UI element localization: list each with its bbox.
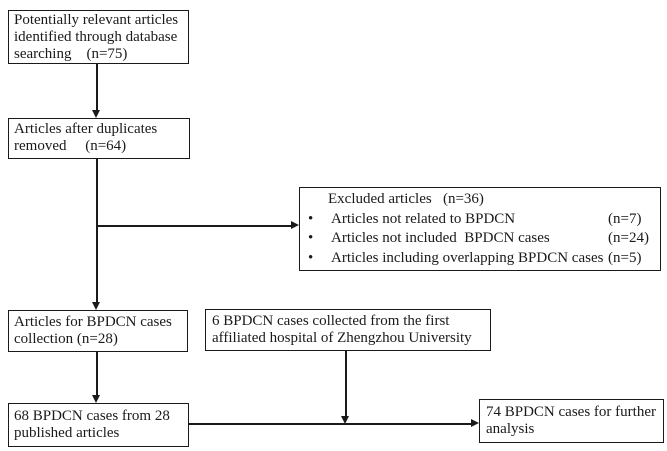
box-excluded-articles: Excluded articles (n=36) • Articles not …	[299, 187, 661, 271]
excluded-item-label: Articles not included BPDCN cases	[331, 230, 550, 246]
connector-duplicates-to-collection-line	[96, 159, 98, 302]
connector-excluded-branch-line	[97, 225, 291, 227]
bullet-icon: •	[308, 249, 314, 266]
connector-collection-to-published-arrowhead	[92, 395, 100, 403]
connector-hospital-to-further-line	[345, 351, 347, 416]
excluded-item-row: • Articles including overlapping BPDCN c…	[300, 249, 660, 269]
box-collection: Articles for BPDCN cases collection (n=2…	[8, 310, 188, 352]
bullet-icon: •	[308, 210, 314, 227]
connector-duplicates-to-collection-arrowhead	[92, 302, 100, 310]
box-duplicates-removed-text: Articles after duplicates removed (n=64)	[14, 121, 158, 154]
box-identified-text: Potentially relevant articles identified…	[14, 12, 179, 62]
box-collection-text: Articles for BPDCN cases collection (n=2…	[14, 314, 172, 347]
box-identified: Potentially relevant articles identified…	[8, 10, 189, 64]
box-further-analysis-text: 74 BPDCN cases for further analysis	[486, 404, 656, 437]
box-published-cases-text: 68 BPDCN cases from 28 published article…	[14, 408, 170, 441]
bullet-icon: •	[308, 230, 314, 246]
connector-published-to-further-arrowhead	[471, 419, 479, 427]
excluded-item-label: Articles not related to BPDCN	[331, 210, 516, 227]
excluded-item-label: Articles including overlapping BPDCN cas…	[331, 249, 604, 266]
excluded-item-count: (n=7)	[608, 210, 642, 227]
box-hospital-cases-text: 6 BPDCN cases collected from the first a…	[212, 313, 472, 346]
box-published-cases: 68 BPDCN cases from 28 published article…	[8, 403, 189, 447]
box-further-analysis: 74 BPDCN cases for further analysis	[479, 399, 664, 443]
box-excluded-title: Excluded articles (n=36)	[328, 191, 484, 207]
excluded-item-row: • Articles not related to BPDCN (n=7)	[300, 210, 660, 230]
connector-identified-to-duplicates-line	[96, 64, 98, 110]
excluded-item-count: (n=24)	[608, 230, 649, 246]
excluded-item-row: • Articles not included BPDCN cases (n=2…	[300, 229, 660, 249]
connector-published-to-further-line	[189, 423, 471, 425]
connector-identified-to-duplicates-arrowhead	[92, 110, 100, 118]
connector-collection-to-published-line	[96, 352, 98, 395]
excluded-item-count: (n=5)	[608, 249, 642, 266]
connector-hospital-to-further-arrowhead	[341, 416, 349, 424]
box-duplicates-removed: Articles after duplicates removed (n=64)	[8, 118, 190, 159]
box-hospital-cases: 6 BPDCN cases collected from the first a…	[205, 309, 491, 351]
connector-excluded-branch-arrowhead	[291, 221, 299, 229]
